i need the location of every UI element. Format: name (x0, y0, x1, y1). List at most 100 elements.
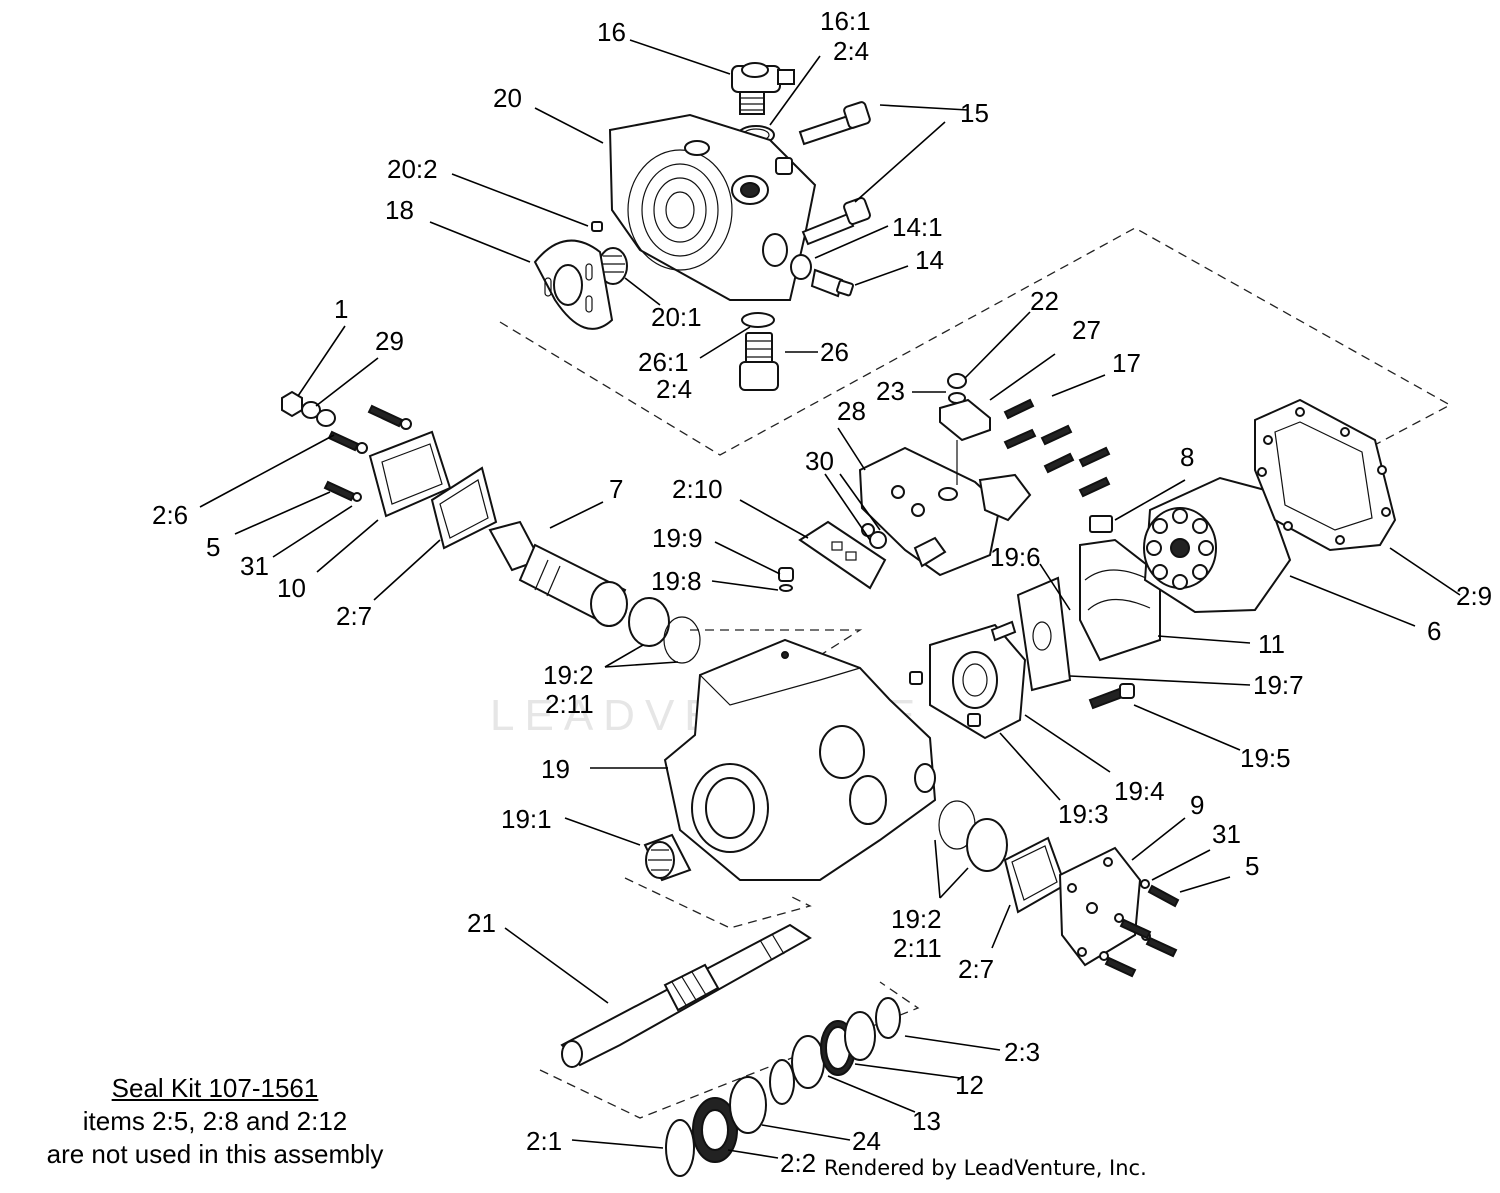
part-19-9-plug (778, 567, 794, 582)
callout-2-11-right: 2:11 (893, 933, 942, 963)
callout-31-left: 31 (240, 551, 269, 581)
callout-labels: 16 16:1 2:4 15 20 20:2 18 14:1 14 20:1 2… (152, 6, 1492, 1178)
part-2-7-gasket (430, 466, 498, 550)
callout-2-7-right: 2:7 (958, 954, 994, 984)
callout-31-right: 31 (1212, 819, 1241, 849)
callout-19-3: 19:3 (1058, 799, 1109, 829)
callout-5-left: 5 (206, 532, 220, 562)
callout-28: 28 (837, 396, 866, 426)
part-19-housing (663, 638, 937, 881)
part-2-1-snap-ring (665, 1119, 695, 1177)
callout-19-2-right: 19:2 (891, 904, 942, 934)
callout-19-7: 19:7 (1253, 670, 1304, 700)
callout-2-9: 2:9 (1456, 581, 1492, 611)
callout-16: 16 (597, 17, 626, 47)
part-8-key (1089, 515, 1113, 533)
callout-1: 1 (334, 294, 348, 324)
part-2-2-shaft-seal (692, 1097, 738, 1163)
part-5-screws-right (1104, 884, 1180, 978)
callout-20-2: 20:2 (387, 154, 438, 184)
callout-19-8: 19:8 (651, 566, 702, 596)
part-19-6-plate (1016, 576, 1072, 692)
callout-2-3: 2:3 (1004, 1037, 1040, 1067)
callout-23: 23 (876, 376, 905, 406)
callout-19-5: 19:5 (1240, 743, 1291, 773)
callout-19-4: 19:4 (1114, 776, 1165, 806)
callout-10: 10 (277, 573, 306, 603)
callout-19-2-left: 19:2 (543, 660, 594, 690)
callout-2-4-lower: 2:4 (656, 374, 692, 404)
part-26-1-o-ring (741, 312, 775, 328)
part-2-3-ring-b (844, 1011, 876, 1061)
part-18-valve-plate (533, 239, 614, 330)
part-15-bolts (775, 101, 871, 246)
rendered-by-footer: Rendered by LeadVenture, Inc. (824, 1156, 1147, 1180)
callout-2-10: 2:10 (672, 474, 723, 504)
part-2-7-gasket-right (1003, 836, 1067, 914)
callout-11: 11 (1258, 629, 1285, 659)
callout-2-6: 2:6 (152, 500, 188, 530)
part-19-5-bolt (1088, 683, 1135, 710)
callout-2-7-left: 2:7 (336, 601, 372, 631)
callout-14-1: 14:1 (892, 212, 943, 242)
part-19-3-swash-cradle (909, 620, 1027, 740)
callout-30: 30 (805, 446, 834, 476)
part-2-10-gasket (798, 520, 887, 590)
part-17-screws (1003, 398, 1111, 498)
callout-8: 8 (1180, 442, 1194, 472)
callout-21: 21 (467, 908, 496, 938)
part-13-ring (791, 1035, 825, 1089)
part-20-2-pin (591, 221, 603, 232)
callout-13: 13 (912, 1106, 941, 1136)
part-19-2-o-ring-right (966, 818, 1008, 872)
callout-29: 29 (375, 326, 404, 356)
part-19-8-o-ring (779, 584, 793, 592)
callout-9: 9 (1190, 790, 1204, 820)
callout-17: 17 (1112, 348, 1141, 378)
callout-7: 7 (609, 474, 623, 504)
callout-27: 27 (1072, 315, 1101, 345)
callout-5-right: 5 (1245, 851, 1259, 881)
part-19-1-bearing (643, 833, 692, 882)
part-22-plug (947, 373, 967, 389)
part-11-swash-plate (1079, 538, 1161, 662)
part-28-control-valve (858, 446, 1032, 577)
part-20-1-bearing (598, 247, 628, 285)
part-20-end-cover (608, 113, 817, 301)
part-21-shaft (560, 923, 812, 1068)
callout-26: 26 (820, 337, 849, 367)
seal-kit-note: Seal Kit 107-1561 items 2:5, 2:8 and 2:1… (20, 1072, 410, 1171)
callout-26-1: 26:1 (638, 347, 689, 377)
part-7-servo-piston (488, 520, 628, 627)
callout-19-1: 19:1 (501, 804, 552, 834)
callout-22: 22 (1030, 286, 1059, 316)
part-16-valve (731, 62, 795, 115)
seal-kit-title: Seal Kit 107-1561 (111, 1073, 319, 1103)
part-9-cover-plate (1058, 846, 1142, 967)
callout-20: 20 (493, 83, 522, 113)
seal-kit-line-2: are not used in this assembly (46, 1139, 384, 1169)
part-2-6-screws (323, 404, 412, 502)
part-29-washers (301, 401, 336, 427)
callout-2-2: 2:2 (780, 1148, 816, 1178)
callout-19: 19 (541, 754, 570, 784)
callout-18: 18 (385, 195, 414, 225)
callout-6: 6 (1427, 616, 1441, 646)
part-27-bracket (939, 398, 991, 485)
callout-19-9: 19:9 (652, 523, 703, 553)
part-2-9-gasket (1254, 398, 1397, 552)
callout-19-6: 19:6 (990, 542, 1041, 572)
part-6-rotating-kit (1143, 476, 1292, 614)
part-2-3-ring-a (769, 1059, 795, 1105)
part-14-valve (810, 268, 854, 298)
callout-12: 12 (955, 1070, 984, 1100)
part-26-check-valve (739, 332, 779, 391)
leader-lines (199, 39, 1461, 1159)
callout-15: 15 (960, 98, 989, 128)
seal-kit-line-1: items 2:5, 2:8 and 2:12 (82, 1106, 348, 1136)
callout-16-1: 16:1 (820, 6, 871, 36)
callout-2-1: 2:1 (526, 1126, 562, 1156)
callout-14: 14 (915, 245, 944, 275)
callout-2-4-top: 2:4 (833, 36, 869, 66)
